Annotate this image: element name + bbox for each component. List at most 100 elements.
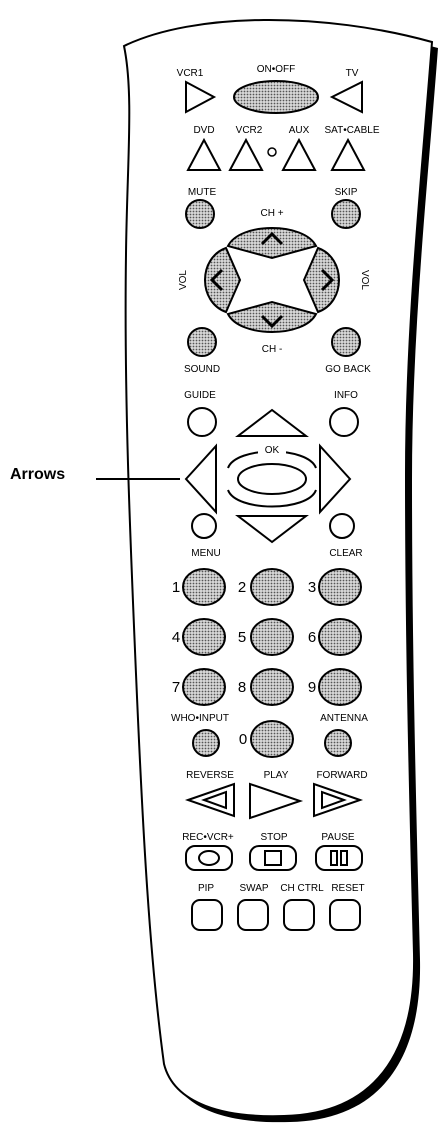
antenna-button[interactable] <box>324 729 352 757</box>
clear-button[interactable] <box>329 513 355 539</box>
remote-body <box>122 19 434 1118</box>
digit-9-label: 9 <box>308 679 316 696</box>
ch-up-arrow-icon <box>260 231 284 246</box>
reset-label: RESET <box>331 883 364 894</box>
ch-down-button[interactable] <box>226 300 318 333</box>
sat-cable-label: SAT•CABLE <box>325 125 380 136</box>
vol-left-arrow-icon <box>209 268 224 292</box>
mute-label: MUTE <box>188 187 217 198</box>
digit-4-label: 4 <box>172 629 180 646</box>
digit-0-label: 0 <box>239 731 247 748</box>
clear-label: CLEAR <box>329 548 362 559</box>
ok-button[interactable] <box>237 463 307 495</box>
tv-label: TV <box>346 68 359 79</box>
menu-button[interactable] <box>191 513 217 539</box>
ch-plus-label: CH + <box>260 208 283 219</box>
ch-up-button[interactable] <box>226 227 318 260</box>
pip-button[interactable] <box>191 899 223 931</box>
forward-button[interactable] <box>313 782 364 818</box>
on-off-label: ON•OFF <box>257 64 296 75</box>
info-label: INFO <box>334 390 358 401</box>
reset-button[interactable] <box>329 899 361 931</box>
vol-right-label: VOL <box>359 270 370 290</box>
vol-left-button[interactable] <box>204 246 242 314</box>
ch-ctrl-label: CH CTRL <box>280 883 324 894</box>
digit-7-label: 7 <box>172 679 180 696</box>
skip-button[interactable] <box>331 199 361 229</box>
vol-left-label: VOL <box>178 270 189 290</box>
reverse-label: REVERSE <box>186 770 234 781</box>
down-arrow-button[interactable] <box>235 515 309 544</box>
digit-2-button[interactable] <box>250 568 294 606</box>
dvd-button[interactable] <box>186 137 222 171</box>
digit-6-button[interactable] <box>318 618 362 656</box>
digit-2-label: 2 <box>238 579 246 596</box>
digit-9-button[interactable] <box>318 668 362 706</box>
pause-label: PAUSE <box>321 832 354 843</box>
play-button[interactable] <box>249 782 304 820</box>
vcr2-label: VCR2 <box>236 125 263 136</box>
arrows-callout-line <box>96 478 180 480</box>
swap-button[interactable] <box>237 899 269 931</box>
ch-down-arrow-icon <box>260 314 284 329</box>
vcr1-button[interactable] <box>185 80 217 114</box>
digit-7-button[interactable] <box>182 668 226 706</box>
pause-button[interactable] <box>315 845 363 871</box>
dvd-label: DVD <box>193 125 214 136</box>
digit-4-button[interactable] <box>182 618 226 656</box>
guide-button[interactable] <box>187 407 217 437</box>
arrows-callout-label: Arrows <box>10 466 66 483</box>
sound-button[interactable] <box>187 327 217 357</box>
sat-cable-button[interactable] <box>330 137 366 171</box>
play-label: PLAY <box>264 770 289 781</box>
sound-label: SOUND <box>184 364 220 375</box>
record-icon <box>198 850 220 866</box>
digit-8-label: 8 <box>238 679 246 696</box>
guide-label: GUIDE <box>184 390 216 401</box>
digit-0-button[interactable] <box>250 720 294 758</box>
vcr2-button[interactable] <box>228 137 264 171</box>
pause-icon-left-bar <box>330 850 338 866</box>
forward-label: FORWARD <box>316 770 367 781</box>
who-input-button[interactable] <box>192 729 220 757</box>
ok-label: OK <box>265 445 280 456</box>
ok-label-bg <box>258 443 286 455</box>
digit-3-button[interactable] <box>318 568 362 606</box>
rec-vcr-plus-label: REC•VCR+ <box>182 832 234 843</box>
mute-button[interactable] <box>185 199 215 229</box>
stop-label: STOP <box>260 832 287 843</box>
digit-8-button[interactable] <box>250 668 294 706</box>
aux-button[interactable] <box>281 137 317 171</box>
swap-label: SWAP <box>239 883 268 894</box>
pip-label: PIP <box>198 883 214 894</box>
info-button[interactable] <box>329 407 359 437</box>
stop-icon <box>264 850 282 866</box>
antenna-label: ANTENNA <box>320 713 368 724</box>
go-back-button[interactable] <box>331 327 361 357</box>
up-arrow-button[interactable] <box>235 408 309 437</box>
ch-ctrl-button[interactable] <box>283 899 315 931</box>
who-input-label: WHO•INPUT <box>171 713 229 724</box>
digit-6-label: 6 <box>308 629 316 646</box>
aux-label: AUX <box>289 125 310 136</box>
vol-right-arrow-icon <box>320 268 335 292</box>
indicator-led <box>267 147 277 157</box>
digit-5-button[interactable] <box>250 618 294 656</box>
pause-icon-right-bar <box>340 850 348 866</box>
ch-minus-label: CH - <box>262 344 283 355</box>
left-arrow-button[interactable] <box>184 443 217 515</box>
skip-label: SKIP <box>335 187 358 198</box>
digit-1-button[interactable] <box>182 568 226 606</box>
reverse-button[interactable] <box>184 782 235 818</box>
digit-3-label: 3 <box>308 579 316 596</box>
vol-right-button[interactable] <box>302 246 340 314</box>
vcr1-label: VCR1 <box>177 68 204 79</box>
go-back-label: GO BACK <box>325 364 371 375</box>
menu-label: MENU <box>191 548 220 559</box>
right-arrow-button[interactable] <box>319 443 352 515</box>
digit-5-label: 5 <box>238 629 246 646</box>
tv-button[interactable] <box>329 80 363 114</box>
on-off-button[interactable] <box>233 80 319 114</box>
digit-1-label: 1 <box>172 579 180 596</box>
